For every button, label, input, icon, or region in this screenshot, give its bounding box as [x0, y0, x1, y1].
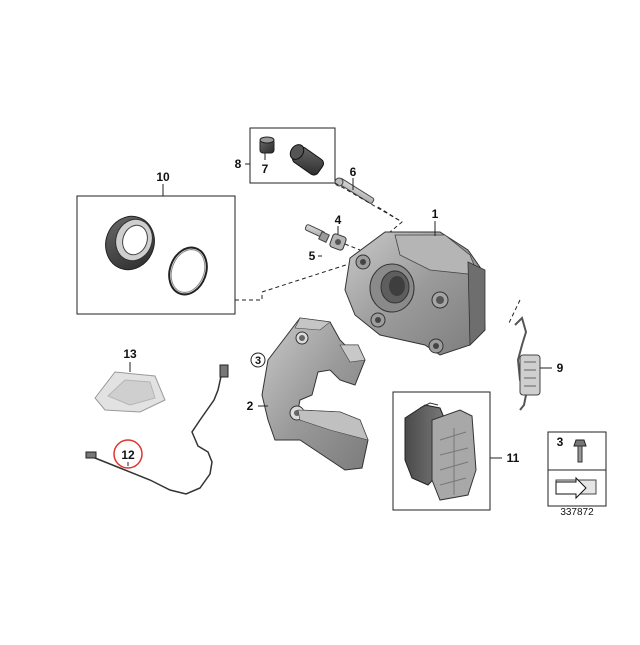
seal-kit-box	[76, 184, 236, 315]
document-arrow-icon	[555, 476, 597, 500]
piston-seal-image	[105, 215, 155, 271]
caliper-carrier-image	[261, 317, 369, 471]
bleeder-screw-image	[304, 224, 330, 243]
callout-5: 5	[309, 249, 316, 263]
callout-1: 1	[432, 207, 439, 221]
guide-sleeve-image	[289, 144, 324, 176]
brake-pad-outer-image	[431, 409, 477, 501]
callout-10: 10	[156, 170, 170, 184]
callout-8: 8	[235, 157, 242, 171]
callout-2: 2	[247, 399, 254, 413]
dashed-leaders	[235, 182, 521, 326]
bleeder-cap-image	[329, 233, 347, 251]
assembly-paste-image	[94, 371, 166, 413]
o-ring-image	[168, 246, 208, 296]
wear-sensor-image	[85, 364, 229, 495]
anti-rattle-spring-image	[514, 316, 541, 411]
legend-callout-3: 3	[557, 435, 564, 449]
callout-leaders	[127, 178, 552, 466]
screw-icon	[573, 439, 587, 463]
callout-13: 13	[123, 347, 137, 361]
callout-12: 12	[121, 448, 135, 462]
guide-bolt-image	[334, 177, 375, 204]
callout-9: 9	[557, 361, 564, 375]
callout-7: 7	[262, 162, 269, 176]
callout-3: 3	[255, 355, 261, 367]
callout-12-highlighted: 12	[113, 439, 143, 469]
brake-caliper-image	[344, 231, 486, 356]
callout-11: 11	[507, 451, 520, 465]
document-number: 337872	[560, 507, 594, 518]
callout-6: 6	[350, 165, 357, 179]
dust-cap-image	[259, 136, 275, 154]
callout-4: 4	[335, 213, 342, 227]
callout-3-circled: 3	[250, 352, 266, 368]
